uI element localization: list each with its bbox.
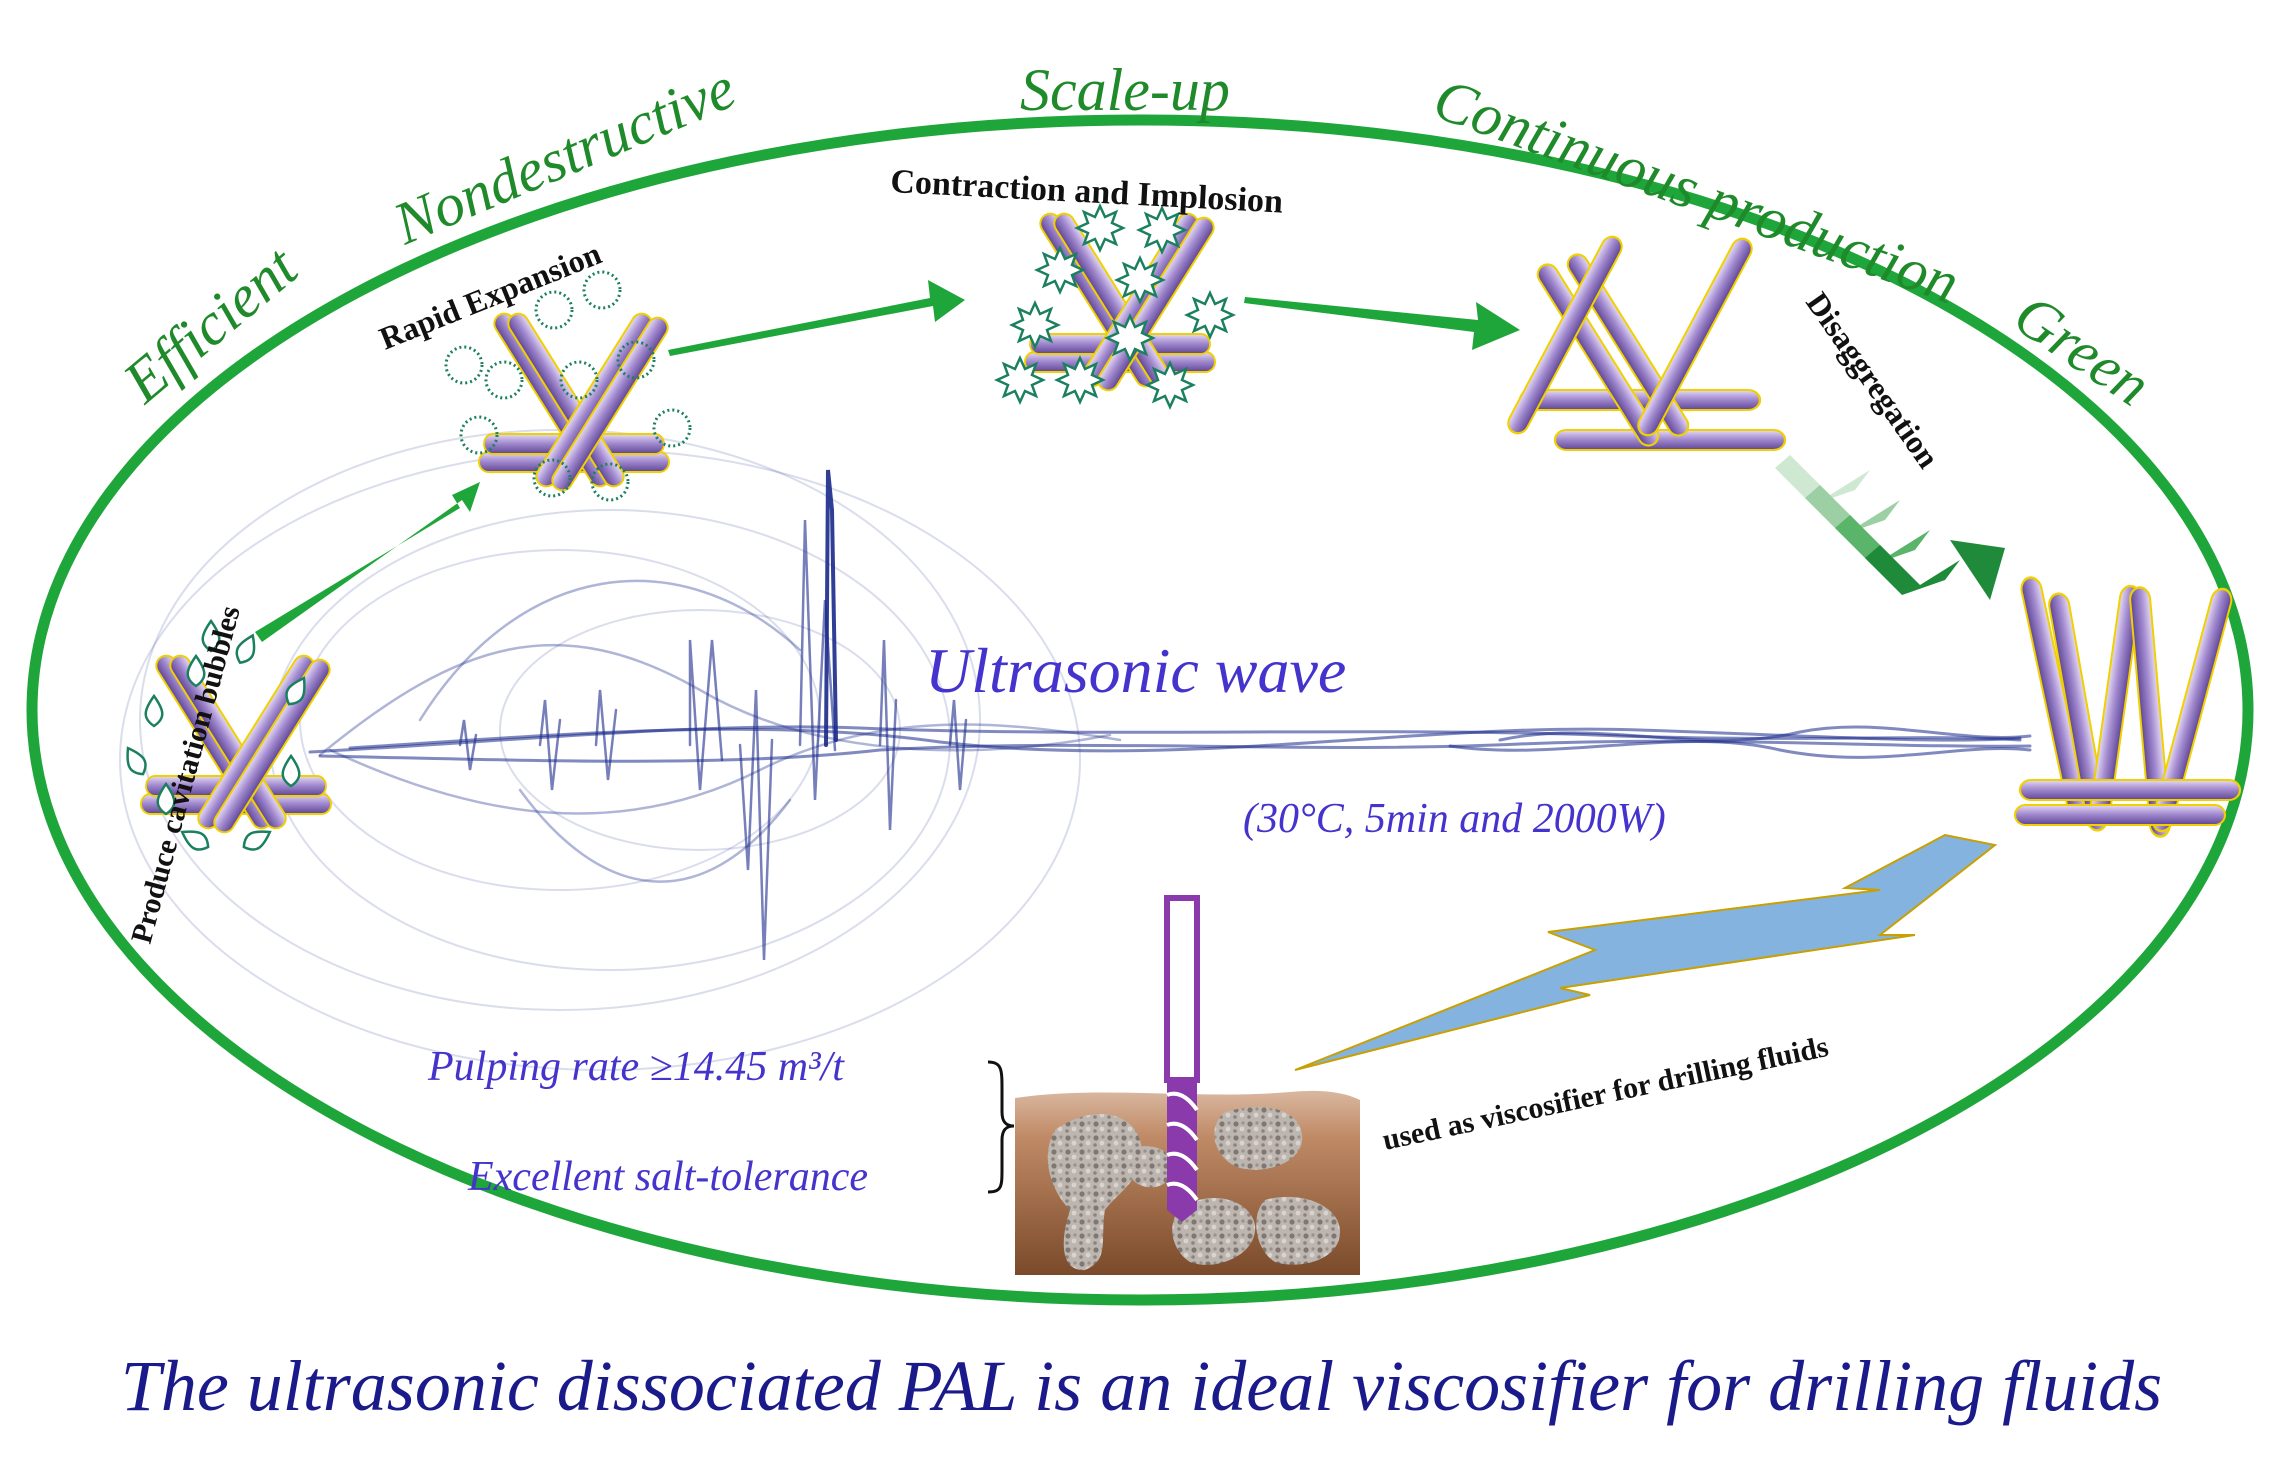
application-arrow bbox=[1294, 833, 1998, 1071]
continuous-production-label: Continuous production bbox=[1426, 65, 1968, 316]
figure-caption: The ultrasonic dissociated PAL is an ide… bbox=[120, 1346, 2163, 1426]
flow-arrow-1 bbox=[255, 482, 480, 642]
ultrasonic-waveform bbox=[119, 429, 2032, 1071]
pulping-rate-label: Pulping rate ≥14.45 m³/t bbox=[427, 1044, 845, 1090]
pal-dispersed-rods bbox=[2013, 574, 2242, 839]
application-label: used as viscosifier for drilling fluids bbox=[1380, 1030, 1832, 1157]
flow-arrow-3 bbox=[1244, 297, 1520, 350]
flow-arrow-2 bbox=[668, 280, 965, 356]
ultrasonic-wave-title: Ultrasonic wave bbox=[925, 635, 1346, 706]
process-ellipse bbox=[26, 114, 2254, 1306]
drill-bit bbox=[1164, 895, 1200, 1222]
property-brace bbox=[987, 1060, 1015, 1194]
pal-bundle-implosion bbox=[995, 204, 1235, 409]
salt-tolerance-label: Excellent salt-tolerance bbox=[467, 1154, 868, 1200]
scale-up-label: Scale-up bbox=[1020, 57, 1230, 123]
pal-bundle-disaggregation bbox=[1503, 232, 1787, 452]
disaggregation-label: Disaggregation bbox=[1799, 285, 1947, 474]
sonication-conditions: (30°C, 5min and 2000W) bbox=[1243, 796, 1666, 842]
nondestructive-label: Nondestructive bbox=[383, 54, 744, 257]
chevron-arrows bbox=[1775, 455, 2005, 600]
